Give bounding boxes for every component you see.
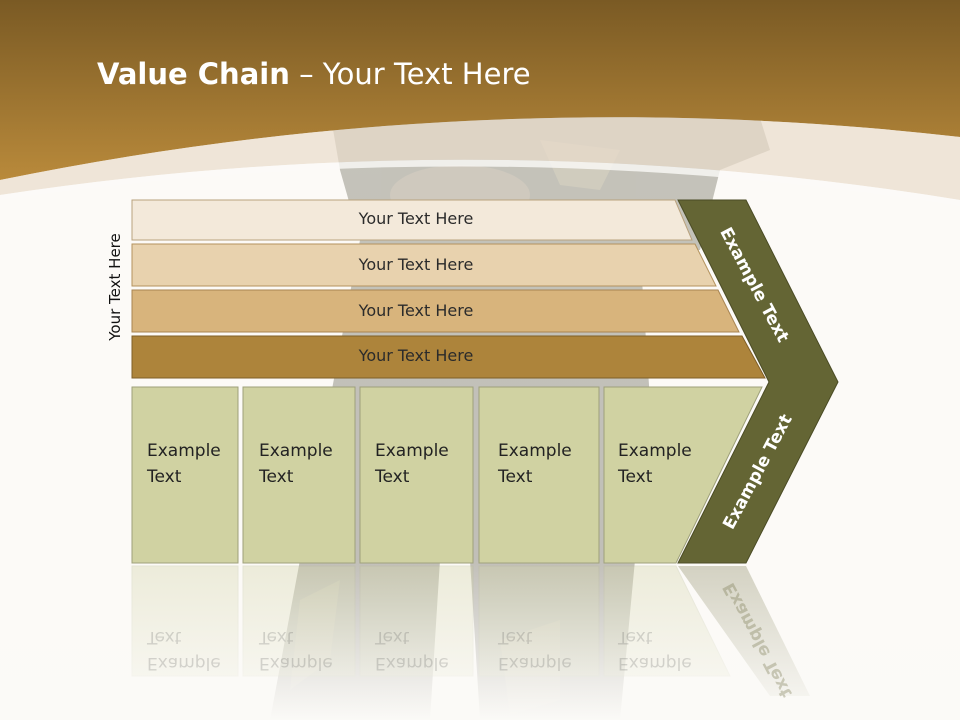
bar-2-label: Your Text Here bbox=[358, 255, 474, 274]
bar-2-shape bbox=[131, 243, 717, 287]
bar-3-shape bbox=[131, 289, 740, 333]
box-2-shape bbox=[242, 386, 356, 564]
slide-title: Value Chain – Your Text Here bbox=[97, 52, 531, 96]
vertical-label: Your Text Here bbox=[106, 233, 124, 341]
box-1-shape bbox=[131, 386, 239, 564]
box-5-reflection-line-1: Example bbox=[618, 653, 692, 673]
box-5-line-2: Text bbox=[618, 467, 653, 487]
title-rest: – Your Text Here bbox=[289, 57, 531, 91]
box-3-line-2: Text bbox=[375, 467, 410, 487]
bar-4-label: Your Text Here bbox=[358, 346, 474, 365]
header-band bbox=[0, 0, 960, 180]
box-4-reflection-line-2: Text bbox=[498, 627, 533, 647]
bar-4-shape bbox=[131, 335, 766, 379]
box-4-reflection-line-1: Example bbox=[498, 653, 572, 673]
box-3-shape bbox=[359, 386, 474, 564]
box-1-reflection-label: Example Text bbox=[147, 624, 247, 676]
bar-1-shape bbox=[131, 199, 693, 241]
box-4-shape bbox=[478, 386, 600, 564]
box-2-line-1: Example bbox=[259, 441, 333, 461]
bar-1-label: Your Text Here bbox=[358, 209, 474, 228]
box-5-reflection-label: Example Text bbox=[618, 624, 718, 676]
box-3-line-1: Example bbox=[375, 441, 449, 461]
box-1-line-1: Example bbox=[147, 441, 221, 461]
box-5-reflection-line-2: Text bbox=[618, 627, 653, 647]
box-4-line-1: Example bbox=[498, 441, 572, 461]
box-1-line-2: Text bbox=[147, 467, 182, 487]
box-2-reflection-line-2: Text bbox=[259, 627, 294, 647]
box-2-reflection-label: Example Text bbox=[259, 624, 359, 676]
box-5-line-1: Example bbox=[618, 441, 692, 461]
box-4-reflection-label: Example Text bbox=[498, 624, 598, 676]
box-3-reflection-line-1: Example bbox=[375, 653, 449, 673]
box-3-reflection-line-2: Text bbox=[375, 627, 410, 647]
box-1-reflection-line-1: Example bbox=[147, 653, 221, 673]
box-1-reflection-line-2: Text bbox=[147, 627, 182, 647]
box-2-line-2: Text bbox=[259, 467, 294, 487]
box-3-reflection-label: Example Text bbox=[375, 624, 475, 676]
header-swoosh bbox=[0, 117, 960, 200]
bar-3-label: Your Text Here bbox=[358, 301, 474, 320]
box-4-line-2: Text bbox=[498, 467, 533, 487]
title-bold: Value Chain bbox=[97, 57, 290, 91]
box-2-reflection-line-1: Example bbox=[259, 653, 333, 673]
